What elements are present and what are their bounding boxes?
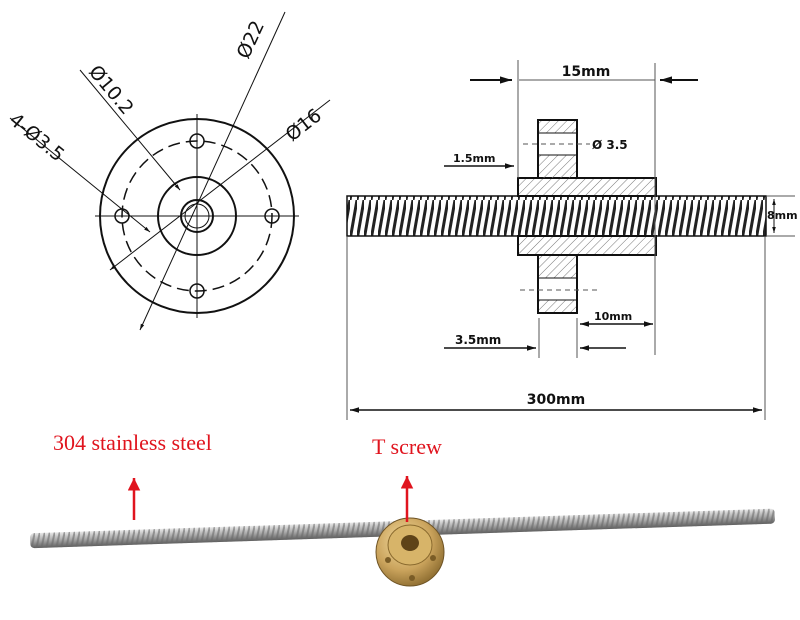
photo-nut — [375, 517, 445, 587]
label-holes: 4-Ø3.5 — [5, 109, 69, 166]
label-nut-length: 15mm — [562, 64, 611, 80]
label-flange-offset: 1.5mm — [453, 152, 495, 165]
callout-nut: T screw — [372, 434, 442, 459]
nut-body-top — [517, 177, 657, 197]
label-bolt-circle: Ø16 — [282, 105, 326, 146]
front-view — [9, 11, 331, 331]
side-view — [346, 60, 795, 420]
nut-body-bottom — [517, 235, 657, 256]
label-body-length: 10mm — [594, 310, 632, 323]
label-flange-thickness: 3.5mm — [455, 333, 501, 347]
callout-rod: 304 stainless steel — [53, 430, 212, 455]
label-rod-dia: 8mm — [767, 209, 798, 222]
label-rod-length: 300mm — [527, 392, 585, 408]
product-photo — [30, 476, 775, 587]
threaded-rod — [346, 195, 767, 237]
label-outer-dia: Ø22 — [233, 17, 269, 62]
label-hole-dia: Ø 3.5 — [592, 138, 628, 152]
label-inner-dia: Ø10.2 — [84, 61, 138, 119]
